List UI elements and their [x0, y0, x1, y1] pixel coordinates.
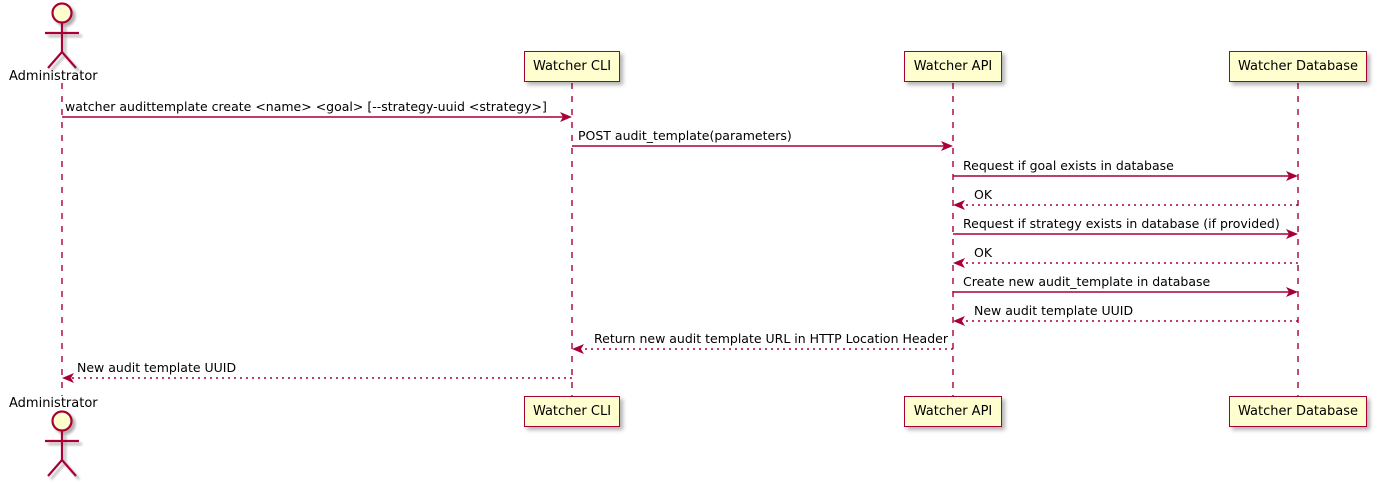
- participant-box-watcher-cli-top[interactable]: Watcher CLI: [524, 51, 620, 82]
- message-label-1: watcher audittemplate create <name> <goa…: [65, 99, 547, 114]
- participant-label-watcher-api-top: Watcher API: [913, 59, 993, 74]
- message-label-6: OK: [974, 245, 993, 260]
- message-label-5: Request if strategy exists in database (…: [963, 216, 1280, 231]
- message-arrow-9: [572, 344, 953, 354]
- message-arrow-8: [953, 316, 1298, 326]
- participant-label-watcher-cli-bottom: Watcher CLI: [532, 404, 612, 419]
- participant-box-watcher-database-bottom[interactable]: Watcher Database: [1229, 396, 1367, 427]
- participant-box-watcher-cli-bottom[interactable]: Watcher CLI: [524, 396, 620, 427]
- participant-label-watcher-cli-top: Watcher CLI: [532, 59, 612, 74]
- message-label-4: OK: [974, 187, 993, 202]
- participant-box-watcher-api-top[interactable]: Watcher API: [904, 51, 1002, 82]
- participant-label-watcher-database-top: Watcher Database: [1238, 59, 1358, 74]
- message-arrow-6: [953, 258, 1298, 268]
- participant-box-watcher-database-top[interactable]: Watcher Database: [1229, 51, 1367, 82]
- message-label-7: Create new audit_template in database: [963, 274, 1211, 289]
- message-arrow-4: [953, 200, 1298, 210]
- message-arrow-5: [953, 229, 1298, 239]
- lifelines-group: [61, 83, 1299, 396]
- actor-administrator-bottom: [45, 410, 79, 477]
- message-label-8: New audit template UUID: [974, 303, 1134, 318]
- message-arrow-1: [62, 112, 572, 122]
- message-label-2: POST audit_template(parameters): [578, 128, 792, 143]
- message-label-9: Return new audit template URL in HTTP Lo…: [594, 331, 948, 346]
- message-arrow-3: [953, 171, 1298, 181]
- participant-label-watcher-database-bottom: Watcher Database: [1238, 404, 1358, 419]
- actor-label-administrator-bottom: Administrator: [9, 396, 98, 411]
- message-arrow-7: [953, 287, 1298, 297]
- message-arrow-10: [62, 373, 572, 383]
- message-arrow-2: [572, 141, 953, 151]
- message-label-10: New audit template UUID: [77, 360, 237, 375]
- actor-label-administrator-top: Administrator: [9, 69, 98, 84]
- message-arrows-group: [62, 112, 1298, 383]
- participant-box-watcher-api-bottom[interactable]: Watcher API: [904, 396, 1002, 427]
- message-label-3: Request if goal exists in database: [963, 158, 1174, 173]
- actor-administrator-top: [45, 2, 79, 69]
- participant-label-watcher-api-bottom: Watcher API: [913, 404, 993, 419]
